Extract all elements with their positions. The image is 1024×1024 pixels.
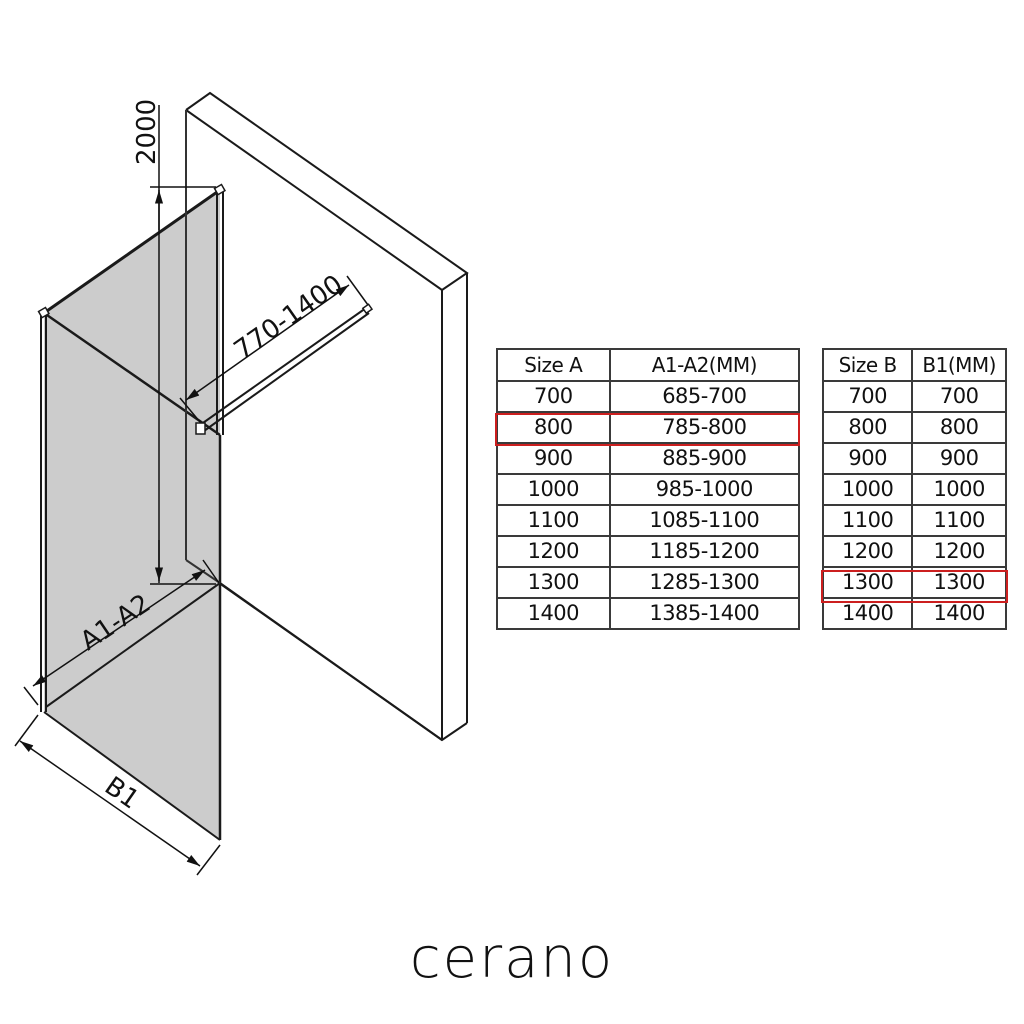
dimension-a <box>23 559 220 706</box>
header-size-a: Size A <box>496 348 611 382</box>
wall <box>185 91 469 742</box>
size-cell: 700 <box>821 380 914 413</box>
b1-cell: 1300 <box>911 566 1007 599</box>
range-cell: 1185-1200 <box>608 535 801 568</box>
b1-cell: 1200 <box>911 535 1007 568</box>
size-cell: 1000 <box>821 473 914 506</box>
size-cell: 1300 <box>821 566 914 599</box>
b1-cell: 700 <box>911 380 1007 413</box>
range-cell: 985-1000 <box>608 473 801 506</box>
header-b1: B1(MM) <box>911 348 1007 382</box>
size-cell: 1200 <box>496 535 611 568</box>
size-cell: 1100 <box>496 504 611 537</box>
size-cell: 1400 <box>496 597 611 630</box>
size-cell: 800 <box>496 411 611 444</box>
b1-cell: 1000 <box>911 473 1007 506</box>
b1-cell: 800 <box>911 411 1007 444</box>
size-cell: 1100 <box>821 504 914 537</box>
height-label: 2000 <box>132 99 162 165</box>
dimension-height <box>150 105 216 585</box>
size-cell: 900 <box>821 442 914 475</box>
range-cell: 885-900 <box>608 442 801 475</box>
b1-cell: 1400 <box>911 597 1007 630</box>
header-size-b: Size B <box>821 348 914 382</box>
size-cell: 1300 <box>496 566 611 599</box>
brand-logo: cerano <box>409 926 615 991</box>
dimension-b <box>14 714 221 876</box>
range-cell: 785-800 <box>608 411 801 444</box>
range-cell: 1085-1100 <box>608 504 801 537</box>
dimension-rail <box>179 275 369 423</box>
table-header-row: Size B B1(MM) <box>821 348 1007 382</box>
b1-cell: 900 <box>911 442 1007 475</box>
b1-cell: 1100 <box>911 504 1007 537</box>
rail-length-label: 770-1400 <box>229 269 349 365</box>
size-cell: 700 <box>496 380 611 413</box>
size-cell: 1200 <box>821 535 914 568</box>
size-cell: 900 <box>496 442 611 475</box>
header-a1-a2: A1-A2(MM) <box>608 348 801 382</box>
size-cell: 800 <box>821 411 914 444</box>
range-cell: 685-700 <box>608 380 801 413</box>
range-cell: 1385-1400 <box>608 597 801 630</box>
size-cell: 1000 <box>496 473 611 506</box>
table-header-row: Size A A1-A2(MM) <box>496 348 801 382</box>
range-cell: 1285-1300 <box>608 566 801 599</box>
size-cell: 1400 <box>821 597 914 630</box>
